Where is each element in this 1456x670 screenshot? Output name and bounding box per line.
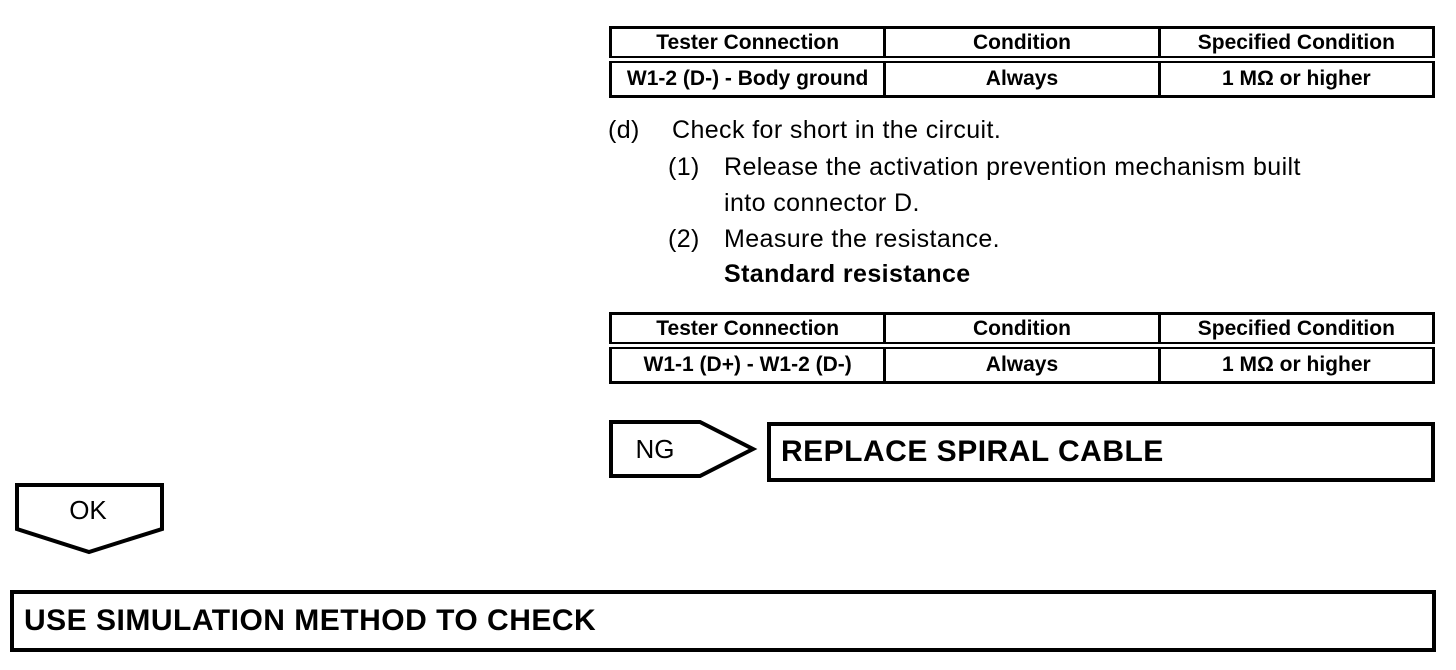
substep-1-text-line-1: Release the activation prevention mechan… xyxy=(724,153,1301,181)
substep-2-text-line-1: Measure the resistance. xyxy=(724,225,1000,253)
table-2-cell-specified-condition: 1 MΩ or higher xyxy=(1157,344,1436,384)
table-1-cell-tester-connection: W1-2 (D-) - Body ground xyxy=(608,58,887,98)
ng-action-label: REPLACE SPIRAL CABLE xyxy=(781,435,1164,468)
substep-1-label: (1) xyxy=(668,153,700,181)
ok-action-box: USE SIMULATION METHOD TO CHECK xyxy=(10,590,1436,652)
ng-label: NG xyxy=(636,434,675,464)
ok-action-label: USE SIMULATION METHOD TO CHECK xyxy=(24,604,597,637)
table-1-cell-specified-condition: 1 MΩ or higher xyxy=(1157,58,1436,98)
ng-arrow-shape: NG xyxy=(609,420,758,478)
standard-resistance-heading: Standard resistance xyxy=(724,260,971,288)
substep-2-label: (2) xyxy=(668,225,700,253)
table-row: W1-2 (D-) - Body ground Always 1 MΩ or h… xyxy=(608,58,1436,98)
table-1-header-tester-connection: Tester Connection xyxy=(608,26,887,63)
step-d-label: (d) xyxy=(608,116,640,144)
step-d-title: Check for short in the circuit. xyxy=(672,116,1002,144)
table-1-cell-condition: Always xyxy=(883,58,1161,98)
resistance-spec-table-2: Tester Connection Condition Specified Co… xyxy=(608,312,1436,384)
table-row: W1-1 (D+) - W1-2 (D-) Always 1 MΩ or hig… xyxy=(608,344,1436,384)
table-2-cell-tester-connection: W1-1 (D+) - W1-2 (D-) xyxy=(608,344,887,384)
ok-pentagon-shape: OK xyxy=(15,483,164,555)
ng-action-box: REPLACE SPIRAL CABLE xyxy=(767,422,1435,482)
substep-1-text-line-2: into connector D. xyxy=(724,189,920,217)
resistance-spec-table-1: Tester Connection Condition Specified Co… xyxy=(608,26,1436,98)
table-2-cell-condition: Always xyxy=(883,344,1161,384)
table-1-header-specified-condition: Specified Condition xyxy=(1157,26,1436,63)
ok-pentagon-outline xyxy=(15,483,164,555)
table-1-header-row: Tester Connection Condition Specified Co… xyxy=(608,26,1436,63)
table-2-header-tester-connection: Tester Connection xyxy=(608,312,887,349)
ng-arrow-outline xyxy=(609,420,758,478)
ok-label: OK xyxy=(69,495,107,525)
table-2-header-specified-condition: Specified Condition xyxy=(1157,312,1436,349)
table-1-header-condition: Condition xyxy=(883,26,1161,63)
table-2-header-row: Tester Connection Condition Specified Co… xyxy=(608,312,1436,349)
table-2-header-condition: Condition xyxy=(883,312,1161,349)
